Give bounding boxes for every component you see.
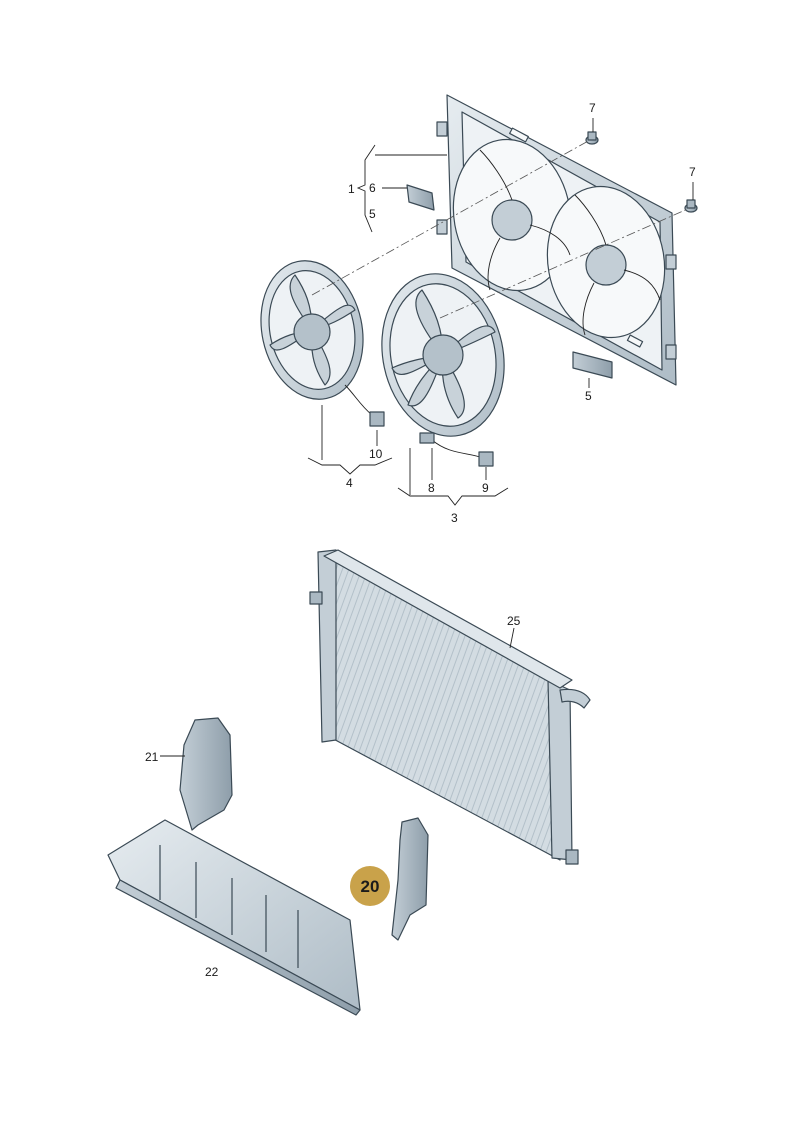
label-7a: 7 <box>589 101 596 115</box>
label-10: 10 <box>369 447 383 461</box>
air-guide-21 <box>179 717 233 831</box>
label-9: 9 <box>482 481 489 495</box>
air-guide-20 <box>391 817 429 941</box>
label-6: 6 <box>369 181 376 195</box>
fan-shroud <box>436 94 677 386</box>
damping-pad-5 <box>572 351 613 379</box>
label-8: 8 <box>428 481 435 495</box>
highlight-badge[interactable]: 20 <box>350 866 390 906</box>
radiator <box>309 549 591 865</box>
label-7b: 7 <box>689 165 696 179</box>
damping-pad-6 <box>406 184 435 211</box>
screw-right <box>684 199 698 213</box>
leader-lines <box>160 118 694 757</box>
label-4: 4 <box>346 476 353 490</box>
part-labels: 1 6 5 7 7 5 10 4 8 9 3 25 21 22 <box>145 101 696 979</box>
label-1: 1 <box>348 182 355 196</box>
label-5b: 5 <box>585 389 592 403</box>
label-5a: 5 <box>369 207 376 221</box>
label-21: 21 <box>145 750 159 764</box>
badge-label: 20 <box>361 877 380 896</box>
label-3: 3 <box>451 511 458 525</box>
fan-small <box>260 260 385 427</box>
label-25: 25 <box>507 614 521 628</box>
screw-top <box>585 131 599 145</box>
fan-large <box>381 273 505 467</box>
label-22: 22 <box>205 965 219 979</box>
air-guide-22 <box>107 819 361 1016</box>
assembly-axis-lines <box>311 139 691 319</box>
